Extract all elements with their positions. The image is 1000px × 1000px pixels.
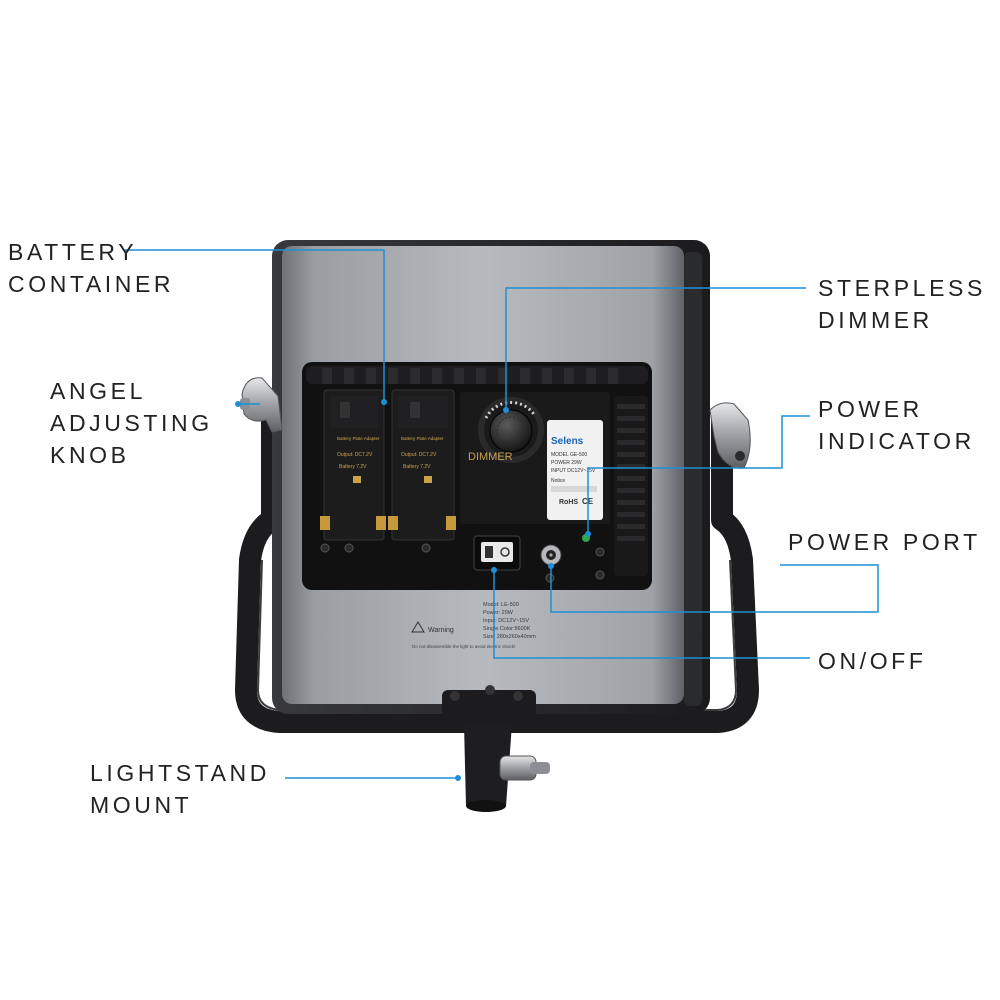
- spec-plate: Selens MODEL GE-500 POWER 29W INPUT DC12…: [547, 420, 603, 520]
- label-power-port: POWER PORT: [788, 526, 981, 558]
- plate-power: POWER 29W: [551, 460, 582, 466]
- plate-rohs: RoHS: [559, 499, 578, 506]
- label-dimmer-line1: STERPLESS: [818, 275, 986, 301]
- rear-spec-label: Model: LE-500 Power: 29W Input: DC12V~15…: [483, 602, 536, 640]
- rear-input: Input: DC12V~15V: [483, 618, 529, 624]
- callout-line-battery: [125, 249, 385, 402]
- label-dimmer-line2: DIMMER: [818, 307, 933, 333]
- lightstand-mount: [442, 685, 550, 812]
- callout-line-onoff: [493, 570, 810, 659]
- label-onoff-line1: ON/OFF: [818, 648, 927, 674]
- warning-title: Warning: [428, 627, 454, 634]
- battery-adapter-title-left: Battery Plate Adapter: [337, 436, 380, 441]
- label-knob-line1: ANGEL: [50, 378, 146, 404]
- label-power-indicator: POWER INDICATOR: [818, 393, 975, 457]
- battery-spec-right: Battery 7.2V: [403, 464, 431, 470]
- warning-text: Do not disassemble the light to avoid el…: [412, 644, 515, 649]
- label-on-off: ON/OFF: [818, 645, 926, 677]
- label-port-line1: POWER PORT: [788, 529, 981, 555]
- rear-power: Power: 29W: [483, 610, 514, 616]
- plate-input: INPUT DC12V~15V: [551, 468, 596, 474]
- label-knob-line3: KNOB: [50, 442, 130, 468]
- plate-model: MODEL GE-500: [551, 452, 587, 458]
- dimmer-knob[interactable]: [489, 409, 533, 453]
- callout-lines: [125, 249, 879, 779]
- label-battery-line2: CONTAINER: [8, 271, 175, 297]
- label-lightstand-mount: LIGHTSTAND MOUNT: [90, 757, 270, 821]
- rear-temp: Single Color:5600K: [483, 626, 531, 632]
- label-mount-line2: MOUNT: [90, 792, 193, 818]
- callout-dots: [235, 399, 591, 781]
- rear-size: Size: 280x260x40mm: [483, 634, 536, 640]
- label-mount-line1: LIGHTSTAND: [90, 760, 270, 786]
- power-switch[interactable]: [473, 535, 521, 571]
- battery-output-right: Output: DC7.2V: [401, 452, 437, 458]
- label-battery-line1: BATTERY: [8, 239, 138, 265]
- plate-notice: Notice: [551, 478, 565, 484]
- label-indicator-line1: POWER: [818, 396, 923, 422]
- label-dimmer: STERPLESS DIMMER: [818, 272, 986, 336]
- dimmer-label: DIMMER: [468, 451, 513, 463]
- rear-model: Model: LE-500: [483, 602, 519, 608]
- angle-knob-right[interactable]: [709, 402, 751, 469]
- battery-plate-right: Battery Plate Adapter Output: DC7.2V Bat…: [388, 389, 456, 541]
- battery-spec-left: Battery 7.2V: [339, 464, 367, 470]
- power-port[interactable]: [540, 544, 562, 566]
- warning-label: Warning Do not disassemble the light to …: [411, 621, 515, 649]
- brand-logo: Selens: [551, 436, 584, 447]
- callout-line-dimmer: [505, 287, 806, 410]
- label-battery-container: BATTERY CONTAINER: [8, 236, 174, 300]
- battery-adapter-title-right: Battery Plate Adapter: [401, 436, 444, 441]
- battery-plate-left: Battery Plate Adapter Output: DC7.2V Bat…: [320, 389, 386, 541]
- callout-line-port: [550, 564, 879, 613]
- label-angle-knob: ANGEL ADJUSTING KNOB: [50, 375, 213, 471]
- label-indicator-line2: INDICATOR: [818, 428, 975, 454]
- angle-knob-left[interactable]: [240, 377, 283, 433]
- label-knob-line2: ADJUSTING: [50, 410, 213, 436]
- battery-output-left: Output: DC7.2V: [337, 452, 373, 458]
- callout-line-indicator: [587, 415, 810, 534]
